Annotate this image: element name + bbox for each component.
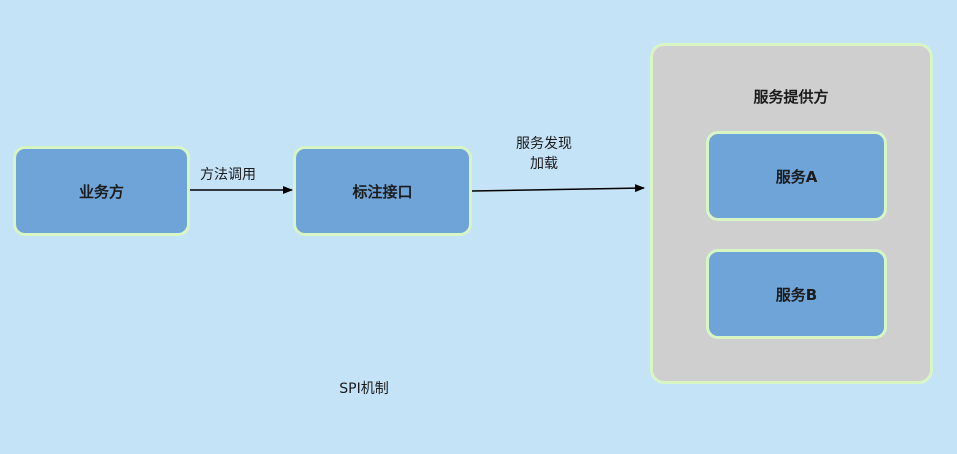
diagram-caption: SPI机制 (339, 381, 389, 397)
node-business: 业务方 (13, 146, 190, 236)
node-interface: 标注接口 (293, 146, 472, 236)
provider-title: 服务提供方 (753, 88, 829, 106)
node-business-label: 业务方 (78, 182, 124, 201)
edge-label-discovery-line1: 服务发现 (516, 136, 572, 152)
edge-label-method-call: 方法调用 (200, 167, 256, 183)
edge-label-discovery-line2: 加载 (530, 156, 558, 172)
node-service-a-label: 服务A (775, 167, 818, 186)
arrow-service-discovery (471, 184, 645, 193)
node-service-b: 服务B (706, 249, 887, 339)
node-interface-label: 标注接口 (352, 182, 413, 201)
node-service-a: 服务A (706, 131, 887, 221)
node-service-b-label: 服务B (775, 285, 818, 304)
